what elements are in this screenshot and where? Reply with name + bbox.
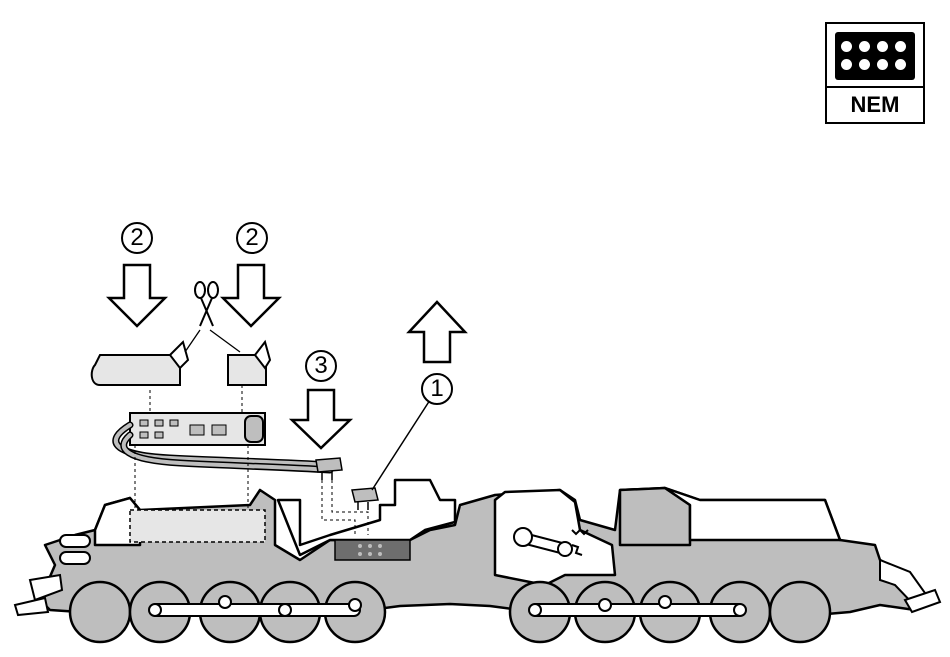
step-marker-insert: 3 <box>305 350 337 382</box>
decoder-plug <box>316 458 342 480</box>
arrow-down-icon <box>223 265 279 326</box>
arrow-down-icon <box>292 390 350 448</box>
nem-connector-icon <box>835 32 915 80</box>
adhesive-tape-long <box>92 342 188 385</box>
decoder-board <box>130 413 265 445</box>
decoder-installed-ghost <box>130 510 265 542</box>
step-marker-remove: 1 <box>421 373 453 405</box>
blanking-plug <box>352 488 378 510</box>
decoder-socket-plate <box>335 540 410 560</box>
motor-housing <box>495 490 615 585</box>
nem-label: NEM <box>827 86 923 122</box>
step1-leader <box>372 400 430 490</box>
step-marker-cut-right: 2 <box>236 222 268 254</box>
arrow-up-icon <box>409 302 465 362</box>
nem-interface-badge: NEM <box>825 22 925 124</box>
tape-cut-leaders <box>185 330 240 352</box>
arrow-down-icon <box>109 265 165 326</box>
scissors-icon <box>195 282 218 326</box>
step-marker-cut-left: 2 <box>121 222 153 254</box>
front-housing-top <box>665 488 840 540</box>
